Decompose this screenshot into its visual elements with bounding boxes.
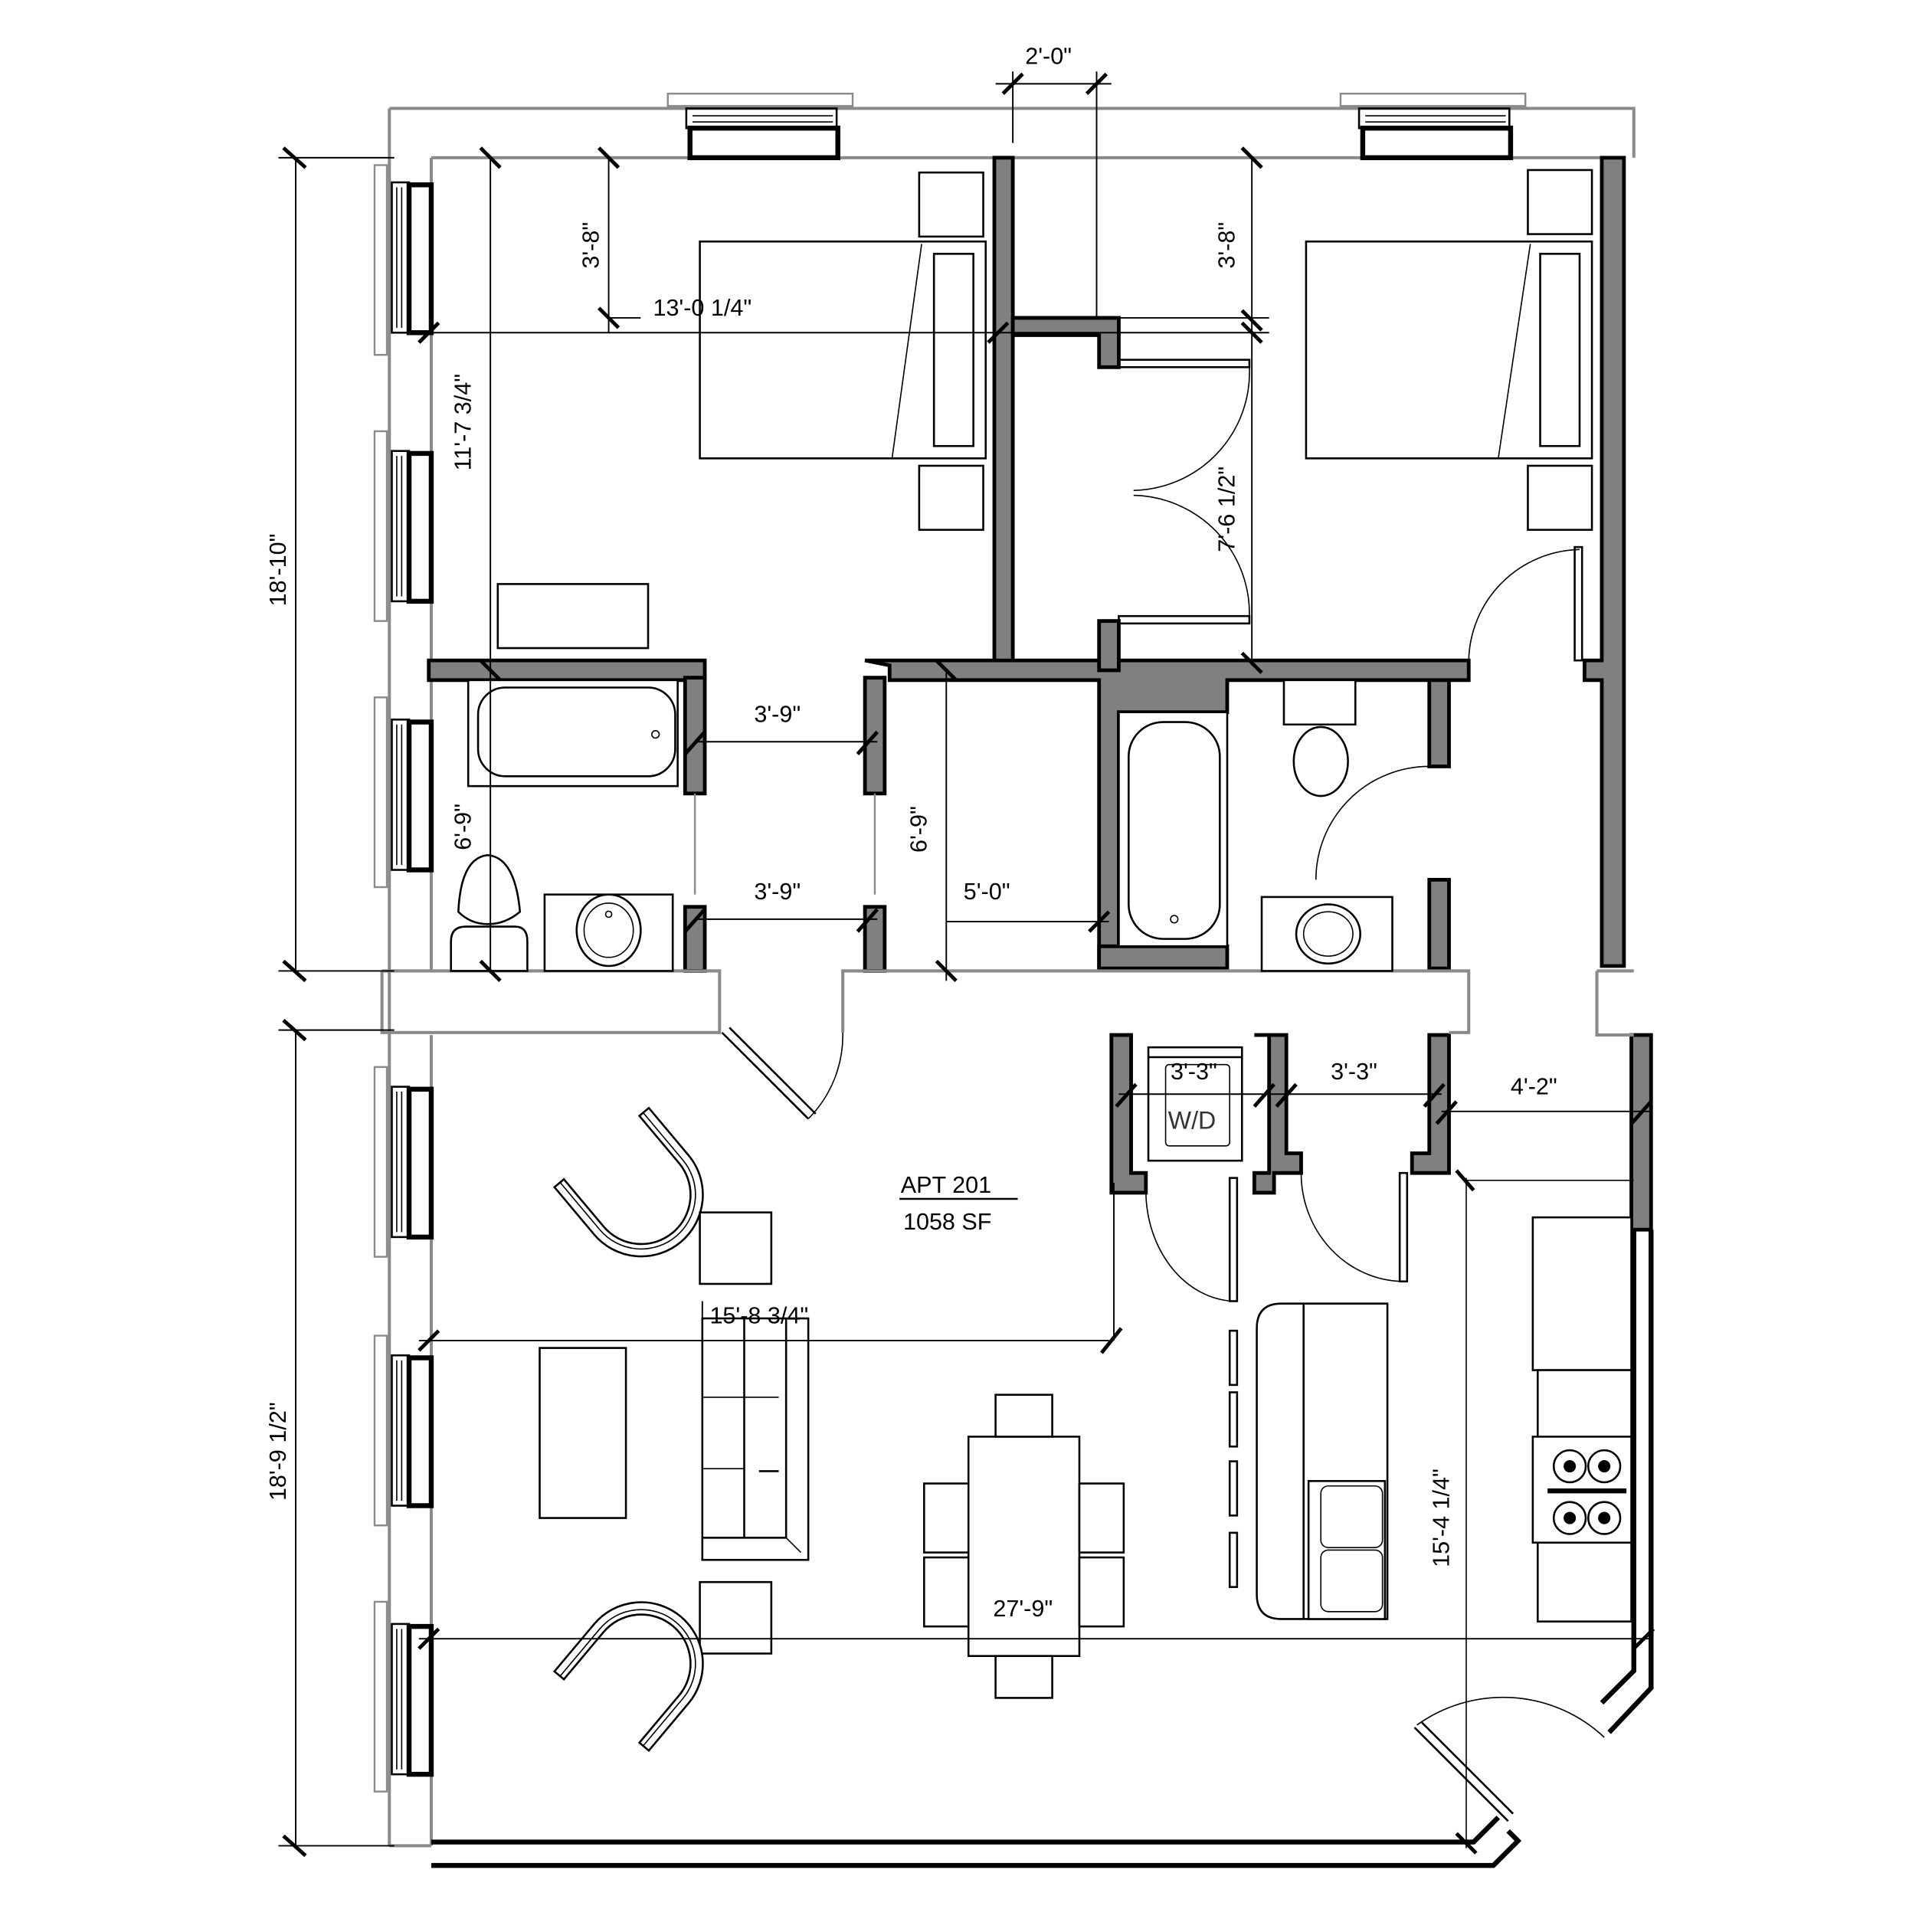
window-left-6 — [373, 1600, 434, 1793]
laundry — [1145, 1046, 1634, 1848]
washer-dryer — [1147, 1046, 1243, 1162]
hall-doors — [721, 1027, 843, 1120]
dim-total-width: 27'-9" — [993, 1596, 1053, 1622]
pillow — [932, 253, 974, 447]
side-table-bottom — [699, 1580, 773, 1655]
dim-bed1-headboard: 3'-8" — [578, 222, 604, 269]
window-left-3 — [373, 696, 434, 889]
dim-laundry-width: 3'-3" — [1171, 1059, 1217, 1085]
dim-hall-top: 3'-9" — [754, 702, 801, 728]
dim-bed1-depth: 11'-7 3/4" — [450, 374, 476, 471]
closet-doors — [1118, 359, 1251, 625]
living-room — [539, 1106, 810, 1753]
dimension-labels: 2'-0" 3'-8" 13'-0 1/4" 11'-7 3/4" 3'-8" … — [265, 44, 1557, 1623]
dim-bed1-width: 13'-0 1/4" — [653, 295, 752, 321]
toilet-tank — [1282, 679, 1357, 726]
dim-north-overall: 18'-10" — [265, 534, 291, 607]
dim-kitchen-entry: 4'-2" — [1511, 1073, 1557, 1099]
chair-left-2 — [923, 1556, 970, 1628]
bathroom-2 — [1118, 679, 1429, 972]
kitchen — [1228, 1216, 1632, 1623]
dim-hall-depth: 6'-9" — [906, 806, 932, 853]
dining — [923, 1393, 1125, 1699]
dim-kitchen-depth: 15'-4 1/4" — [1429, 1469, 1455, 1567]
nightstand-bottom — [1527, 464, 1593, 531]
tub-basin — [1128, 721, 1221, 940]
unit-area: 1058 SF — [903, 1209, 991, 1235]
nightstand-top — [1527, 169, 1593, 235]
entry-door — [1413, 1696, 1605, 1822]
window-top-left — [666, 93, 854, 161]
dim-top-offset: 2'-0" — [1025, 44, 1072, 70]
armchair-top — [552, 1106, 704, 1258]
window-left-4 — [373, 1066, 434, 1258]
bedroom-2 — [1305, 169, 1593, 662]
dim-closet2-width: 3'-3" — [1331, 1059, 1377, 1085]
left-windows — [373, 164, 434, 1793]
nightstand-bottom — [918, 464, 984, 531]
dim-bath1-depth: 6'-9" — [450, 804, 476, 850]
bathroom-1 — [450, 679, 876, 972]
bar-stools — [1228, 1329, 1239, 1588]
sofa — [701, 1317, 810, 1561]
pillow — [1539, 253, 1581, 447]
window-left-1 — [373, 164, 434, 356]
unit-number: APT 201 — [901, 1172, 991, 1198]
chair-left-1 — [923, 1482, 970, 1554]
chair-right-1 — [1078, 1482, 1125, 1554]
chair-right-2 — [1078, 1556, 1125, 1628]
unit-label: APT 201 1058 SF W/D — [899, 1106, 1216, 1235]
dim-closet-depth: 7'-6 1/2" — [1214, 467, 1240, 552]
dining-table — [967, 1436, 1081, 1658]
window-top-right — [1339, 93, 1527, 161]
dim-bed2-headboard: 3'-8" — [1214, 222, 1240, 269]
dim-bath2-width: 5'-0" — [964, 879, 1010, 905]
dim-hall-bottom: 3'-9" — [754, 879, 801, 905]
corridor-wall — [380, 969, 1634, 1037]
window-left-2 — [373, 430, 434, 622]
bedroom-1 — [496, 171, 987, 650]
nightstand-top — [918, 171, 984, 238]
refrigerator — [1531, 1216, 1632, 1371]
tub-basin — [476, 686, 676, 778]
window-left-5 — [373, 1334, 434, 1527]
dresser — [496, 583, 650, 650]
chair-bottom — [994, 1655, 1053, 1699]
side-table-top — [699, 1211, 773, 1285]
toilet-tank — [450, 925, 529, 972]
coffee-table — [539, 1347, 627, 1519]
washer-dryer-label: W/D — [1168, 1106, 1217, 1134]
dim-living-width: 15'-8 3/4" — [709, 1302, 808, 1328]
chair-top — [994, 1393, 1053, 1438]
toilet-bowl — [457, 853, 522, 925]
dim-south-overall: 18'-9 1/2" — [265, 1402, 291, 1501]
dimension-lines — [278, 71, 1655, 1858]
toilet-bowl — [1292, 725, 1349, 797]
range — [1531, 1436, 1632, 1544]
